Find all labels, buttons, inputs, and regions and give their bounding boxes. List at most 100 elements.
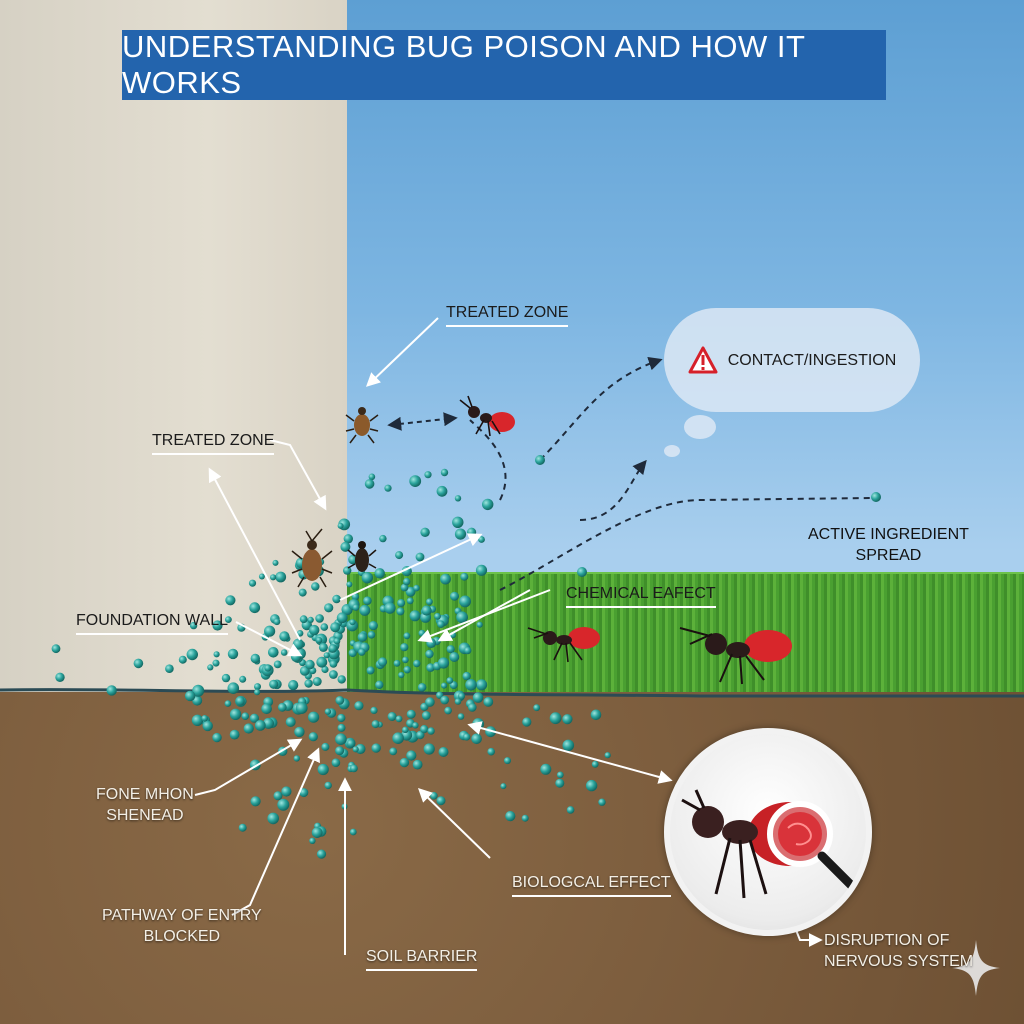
- chemical-particle: [324, 708, 332, 715]
- chemical-particle: [522, 717, 532, 727]
- active-ingredient-line: ACTIVE INGREDIENT: [808, 526, 969, 543]
- chemical-particle: [463, 733, 471, 741]
- leader-arrow: [208, 467, 301, 641]
- chemical-particle: [178, 655, 187, 664]
- chemical-particle: [456, 611, 468, 624]
- chemical-particle: [403, 577, 411, 586]
- chemical-particle: [207, 664, 214, 671]
- zoom-inset: [664, 728, 872, 936]
- chemical-particle: [405, 586, 416, 597]
- chemical-particle: [402, 726, 409, 734]
- chemical-particle: [504, 757, 511, 765]
- chemical-particle: [446, 645, 455, 654]
- chemical-particle: [275, 571, 287, 583]
- chemical-particle: [361, 572, 373, 584]
- chemical-particle: [421, 711, 431, 720]
- chemical-particle: [317, 763, 329, 776]
- chemical-particle: [438, 747, 449, 757]
- chemical-particle: [425, 697, 435, 707]
- chemical-particle: [454, 528, 467, 540]
- chemical-particle: [423, 743, 435, 755]
- chemical-particle: [229, 708, 242, 720]
- chemical-particle: [323, 652, 330, 659]
- chemical-particle: [418, 629, 426, 637]
- leader-arrow: [339, 533, 483, 601]
- insect-icon: [347, 541, 377, 572]
- chemical-particle: [441, 682, 448, 689]
- chemical-particle: [261, 703, 272, 715]
- chemical-particle: [590, 709, 602, 721]
- dashed-path: [469, 419, 507, 501]
- chemical-particle: [316, 656, 328, 668]
- chemical-particle: [444, 706, 452, 715]
- chemical-particle: [307, 616, 314, 624]
- chemical-particle: [402, 656, 409, 664]
- chemical-particle: [264, 664, 272, 672]
- chemical-particle: [364, 479, 375, 489]
- fone-mhon-line: FONE MHON: [96, 786, 194, 803]
- chemical-particle: [299, 615, 308, 624]
- chemical-particle: [406, 709, 416, 719]
- disruption-label: DISRUPTION OF NERVOUS SYSTEM: [824, 930, 973, 972]
- chemical-particle: [398, 671, 405, 679]
- chemical-particle: [471, 733, 482, 745]
- chemical-particle: [355, 743, 366, 755]
- biological-effect-label: BIOLOGCAL EFFECT: [512, 872, 671, 897]
- chemical-particle: [321, 742, 330, 751]
- insect-icon: [291, 528, 333, 588]
- chemical-particle: [321, 665, 329, 674]
- chemical-particle: [106, 685, 117, 696]
- chemical-particle: [354, 701, 364, 711]
- chemical-particle: [315, 636, 323, 644]
- chemical-particle: [478, 536, 485, 543]
- chemical-particle: [460, 572, 469, 581]
- chemical-particle: [375, 680, 384, 689]
- chemical-particle: [562, 714, 573, 725]
- leader-arrow: [467, 721, 673, 784]
- chemical-particle: [379, 534, 387, 543]
- chemical-particle: [189, 621, 198, 630]
- chemical-particle: [263, 717, 274, 729]
- chemical-particle: [337, 713, 346, 723]
- chemical-particle: [500, 783, 507, 790]
- chemical-particle: [315, 614, 324, 623]
- chemical-particle: [328, 644, 338, 653]
- chemical-particle: [243, 723, 254, 734]
- chemical-particle: [248, 579, 257, 587]
- chemical-particle: [318, 642, 328, 652]
- chemical-particle: [556, 771, 564, 779]
- cloud-puff: [664, 445, 680, 457]
- chemical-particle: [465, 679, 477, 691]
- chemical-particle: [475, 564, 488, 576]
- chemical-particle: [374, 568, 385, 579]
- disruption-line: DISRUPTION OF: [824, 932, 950, 949]
- dashed-path: [387, 412, 458, 431]
- chemical-particle: [413, 584, 420, 592]
- chemical-particle: [437, 657, 450, 669]
- chemical-particle: [450, 591, 459, 601]
- dashed-endpoint: [535, 455, 545, 465]
- chemical-particle: [254, 683, 261, 691]
- chemical-particle: [395, 551, 404, 560]
- chemical-particle: [562, 739, 575, 752]
- chemical-particle: [186, 648, 198, 661]
- chemical-particle: [377, 657, 388, 667]
- chemical-particle: [329, 660, 338, 668]
- chemical-particle: [370, 706, 378, 715]
- chemical-particle: [421, 605, 432, 616]
- chemical-effect-label: CHEMICAL EAFECT: [566, 583, 716, 608]
- chemical-particle: [430, 792, 438, 800]
- chemical-particle: [221, 673, 231, 683]
- chemical-particle: [292, 638, 304, 650]
- chemical-particle: [400, 583, 409, 592]
- chemical-particle: [457, 713, 465, 720]
- chemical-particle: [285, 717, 296, 727]
- chemical-particle: [440, 468, 449, 477]
- ant-icon: [459, 395, 515, 437]
- chemical-particle: [305, 659, 315, 670]
- chemical-particle: [268, 647, 279, 658]
- chemical-particle: [333, 637, 341, 645]
- chemical-particle: [604, 752, 611, 759]
- chemical-particle: [358, 648, 366, 656]
